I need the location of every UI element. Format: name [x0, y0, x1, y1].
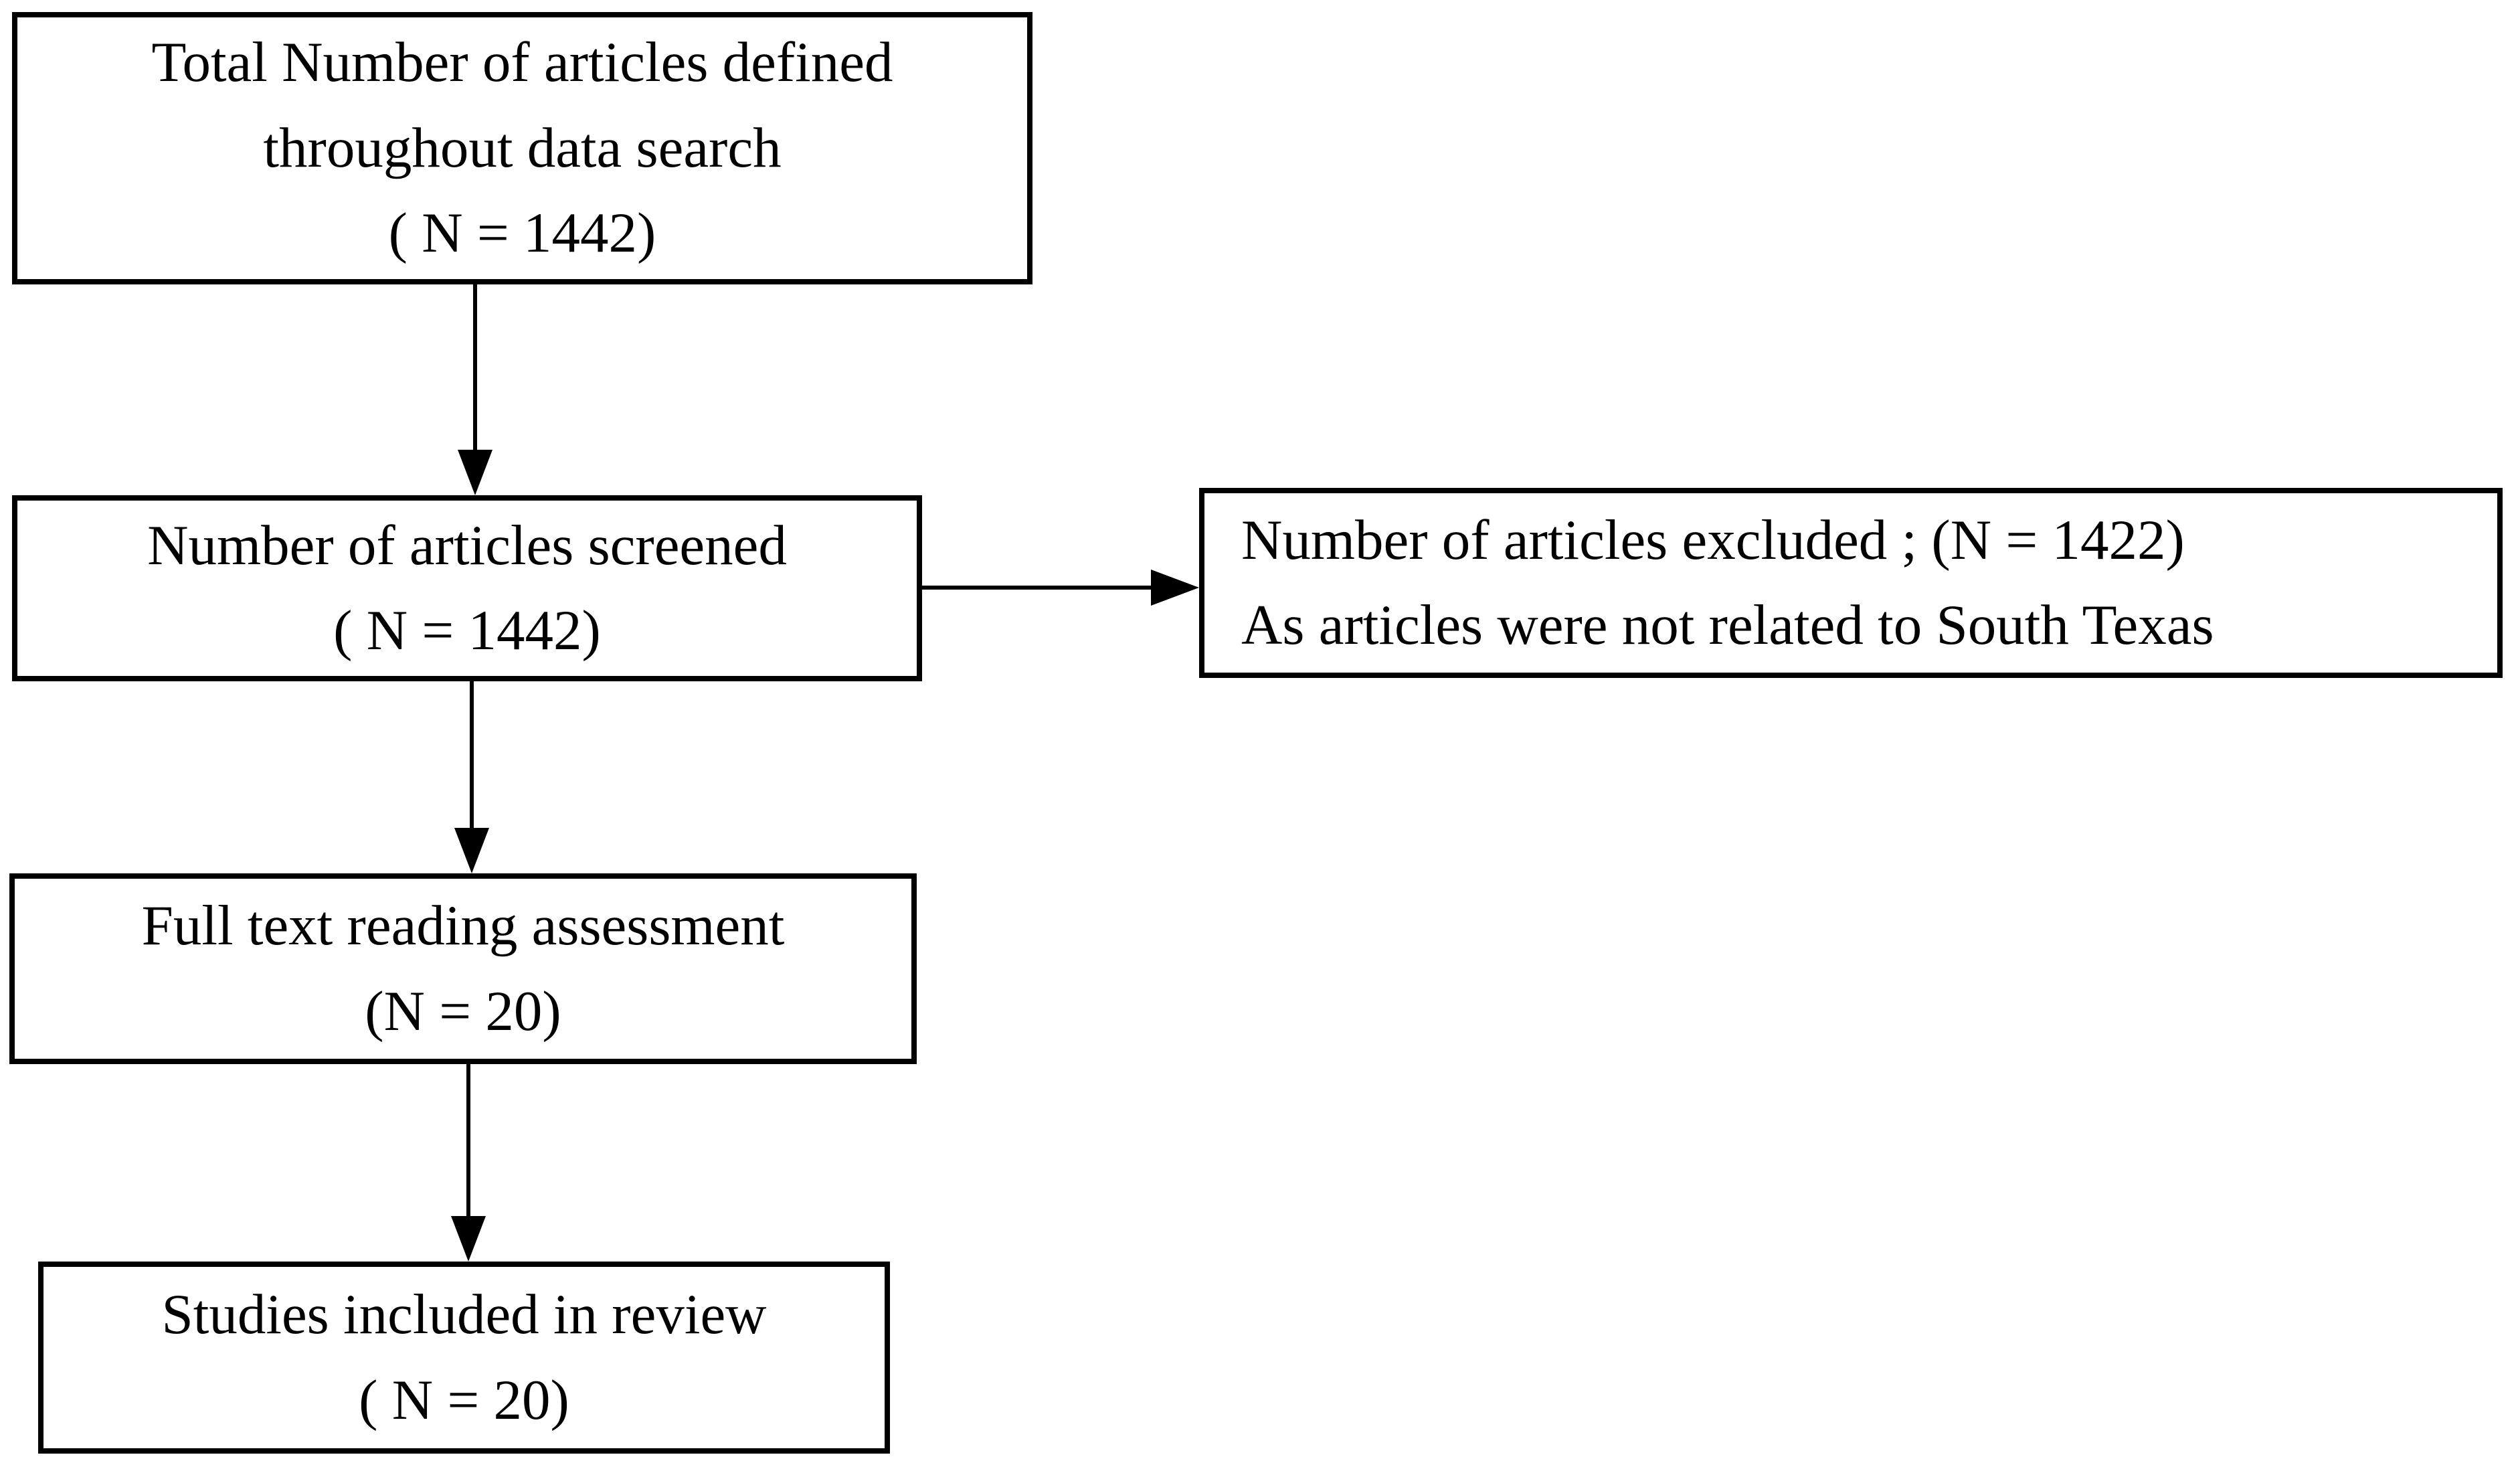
connector-fulltext-to-included-line [466, 1064, 470, 1218]
flow-box-studies-included: Studies included in review ( N = 20) [38, 1262, 890, 1454]
box-text-line: Total Number of articles defined [151, 31, 893, 94]
arrow-down-icon [458, 450, 492, 495]
arrow-down-icon [451, 1216, 486, 1262]
box-text-line: Studies included in review [161, 1283, 767, 1346]
flow-box-articles-excluded: Number of articles excluded ; (N = 1422)… [1199, 488, 2503, 678]
connector-screened-to-fulltext-line [470, 681, 474, 830]
flow-box-total-articles: Total Number of articles defined through… [12, 12, 1032, 284]
box-text-line: throughout data search [263, 116, 782, 179]
flow-box-articles-screened: Number of articles screened ( N = 1442) [12, 495, 922, 681]
connector-total-to-screened-line [473, 284, 477, 455]
box-text-line: ( N = 1442) [333, 599, 601, 662]
box-text-line: Full text reading assessment [141, 894, 785, 957]
arrow-right-icon [1151, 570, 1199, 606]
box-text-line: (N = 20) [365, 979, 561, 1043]
arrow-down-icon [454, 828, 489, 873]
connector-screened-to-excluded-line [922, 586, 1154, 590]
box-text-line: Number of articles excluded ; (N = 1422) [1241, 508, 2185, 572]
box-text-line: As articles were not related to South Te… [1241, 594, 2214, 657]
box-text-line: ( N = 1442) [388, 201, 656, 265]
flow-box-fulltext-assessment: Full text reading assessment (N = 20) [9, 873, 917, 1064]
box-text-line: Number of articles screened [147, 513, 787, 577]
box-text-line: ( N = 20) [359, 1368, 569, 1432]
